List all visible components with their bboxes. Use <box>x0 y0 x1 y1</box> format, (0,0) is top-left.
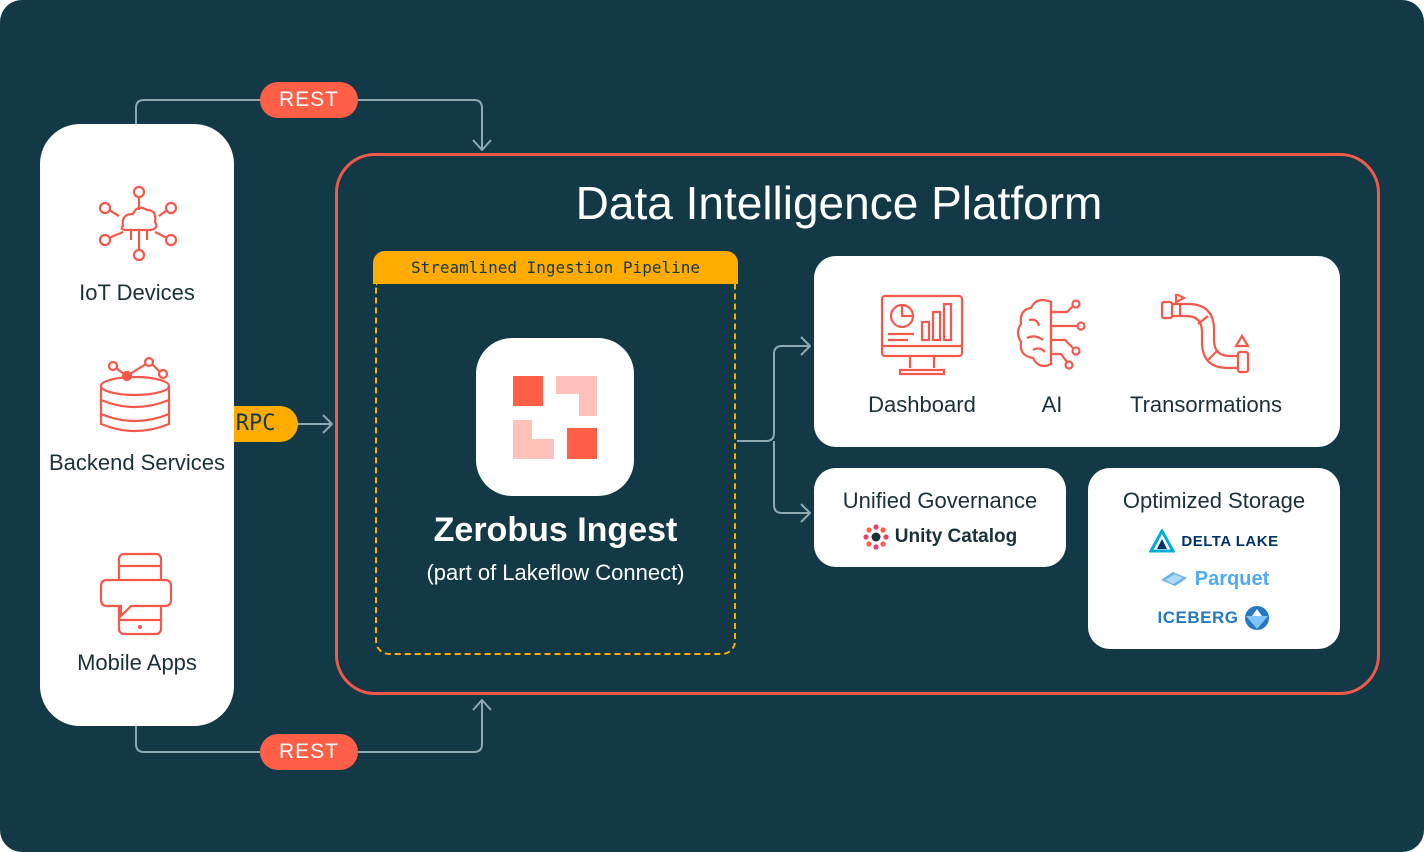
fanout-lines <box>737 345 810 514</box>
pipeline-box <box>375 283 736 655</box>
product-name: Zerobus Ingest <box>433 511 678 549</box>
output-ai-label: AI <box>1041 392 1063 417</box>
fanout-arrowhead-top <box>800 336 811 356</box>
source-backend-label: Backend Services <box>48 450 226 475</box>
platform-title: Data Intelligence Platform <box>575 177 1103 229</box>
parquet-text: Parquet <box>1194 567 1270 590</box>
iceberg-icon <box>1245 606 1270 630</box>
governance-card <box>814 468 1066 567</box>
iot-network-icon <box>98 185 177 262</box>
output-dashboard-label: Dashboard <box>868 392 976 417</box>
iceberg-logo: ICEBERG <box>1088 604 1340 632</box>
product-subtitle: (part of Lakeflow Connect) <box>426 560 685 585</box>
zerobus-logo-icon <box>513 376 597 459</box>
delta-lake-logo: DELTA LAKE <box>1088 527 1340 555</box>
dashboard-monitor-icon <box>880 294 964 376</box>
unity-catalog-icon <box>863 524 889 550</box>
rest-bottom-arrowhead <box>472 699 492 711</box>
rest-bottom-pill: REST <box>260 734 358 770</box>
parquet-icon <box>1160 572 1187 586</box>
rest-top-pill: REST <box>260 82 358 118</box>
pipeline-transform-icon <box>1160 294 1250 374</box>
zerobus-logo-tile <box>476 338 634 496</box>
brain-circuit-icon <box>1016 298 1086 370</box>
unity-catalog-text: Unity Catalog <box>894 526 1018 547</box>
source-iot-label: IoT Devices <box>79 280 195 305</box>
sources-panel: IoT Devices Backend Services <box>40 124 234 726</box>
source-backend: Backend Services <box>40 356 234 476</box>
storage-card <box>1088 468 1340 649</box>
platform-frame <box>335 153 1380 695</box>
fanout-arrowhead-bottom <box>800 503 811 523</box>
source-iot: IoT Devices <box>40 180 234 306</box>
database-icon <box>99 356 171 433</box>
delta-lake-icon <box>1149 529 1176 553</box>
unity-catalog-logo: Unity Catalog <box>814 523 1066 551</box>
mobile-phone-icon <box>99 552 173 636</box>
delta-lake-text: DELTA LAKE <box>1181 532 1279 550</box>
iceberg-text: ICEBERG <box>1157 608 1239 627</box>
storage-title: Optimized Storage <box>1122 488 1306 513</box>
source-mobile-label: Mobile Apps <box>77 650 197 675</box>
rest-top-arrowhead <box>472 139 492 151</box>
pipeline-tab: Streamlined Ingestion Pipeline <box>373 251 738 284</box>
grpc-arrowhead <box>322 414 333 434</box>
analytics-card <box>814 256 1340 447</box>
source-mobile: Mobile Apps <box>40 552 234 676</box>
output-transformations-label: Transormations <box>1129 392 1282 417</box>
parquet-logo: Parquet <box>1088 565 1340 593</box>
governance-title: Unified Governance <box>842 488 1038 513</box>
